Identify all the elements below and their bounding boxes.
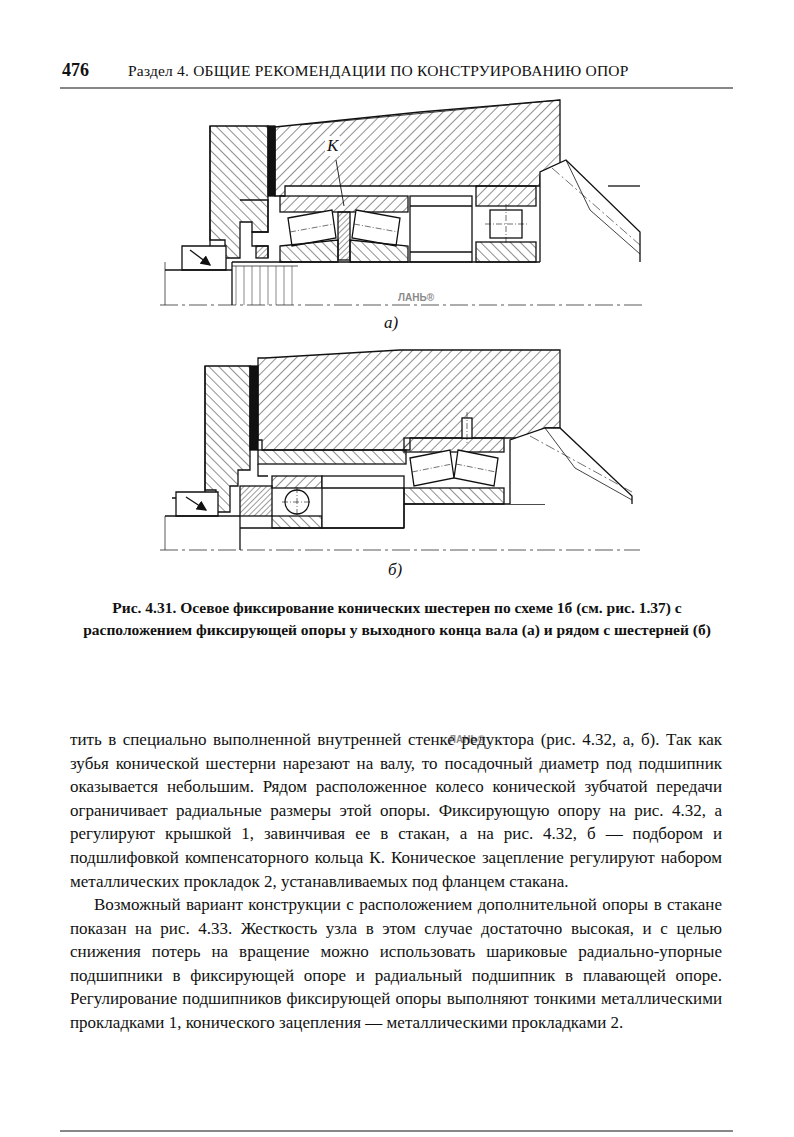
watermark: ЛАНЬ® <box>398 292 434 303</box>
part-label: К <box>325 136 340 156</box>
figure-b <box>160 350 640 550</box>
header-rule <box>60 87 733 88</box>
figure-caption: Рис. 4.31. Осевое фиксирование конически… <box>72 597 722 641</box>
figure-a <box>160 100 645 305</box>
subfigure-label: б) <box>388 560 402 580</box>
running-header: Раздел 4. ОБЩИЕ РЕКОМЕНДАЦИИ ПО КОНСТРУИ… <box>128 62 629 80</box>
footer-rule <box>60 1131 733 1132</box>
body-paragraph: Возможный вариант конструкции с располож… <box>70 893 722 1035</box>
subfigure-label: а) <box>384 313 398 333</box>
body-paragraph: тить в специально выполненной внутренней… <box>70 728 722 893</box>
page-number: 476 <box>62 60 89 81</box>
